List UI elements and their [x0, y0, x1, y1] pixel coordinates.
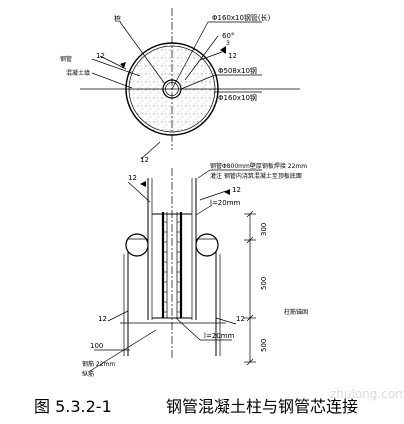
label-outer-tube: Φ160x10钢	[218, 93, 257, 102]
label-tube-outer: Φ160x10钢管(长)	[212, 13, 271, 22]
label-l20-bottom: l=20mm	[204, 332, 235, 340]
ring-right	[195, 233, 219, 257]
leader-left-a	[91, 58, 141, 77]
label-top-12: 12	[128, 174, 137, 182]
weld-mark-top-right	[220, 46, 226, 54]
label-right-side: 柱筋锚固	[284, 308, 308, 316]
plan-view: 桩 Φ160x10钢管(长) 60° 3 12 12 钢管 混凝土填 Φ508x…	[60, 8, 300, 164]
label-weld-12-left: 12	[96, 52, 105, 60]
label-angle: 60°	[222, 32, 234, 40]
label-12-right-lower: 12	[236, 315, 245, 323]
dim-300: 300	[260, 223, 268, 236]
leader-weld-top	[199, 51, 223, 61]
core-stirrups	[163, 221, 181, 313]
weld-mark-elev-top	[140, 181, 146, 187]
leader-weld-left	[99, 55, 127, 70]
label-right-12: 12	[232, 186, 241, 194]
label-inner-tube: Φ508x10钢	[218, 66, 257, 75]
label-bottom-12: 12	[140, 156, 149, 164]
weld-mark-left	[120, 62, 126, 68]
note-line-1: 钢管Φ800mm壁厚钢板焊接 22mm	[210, 162, 307, 170]
dim-500-lower: 500	[260, 339, 268, 352]
figure-caption: 图 5.3.2-1 钢管混凝土柱与钢管芯连接	[34, 397, 358, 416]
leader-top-12	[127, 181, 151, 203]
label-angle-sub: 3	[226, 40, 230, 47]
leader-12-left-lower	[107, 310, 129, 322]
label-12-left-lower: 12	[98, 315, 107, 323]
elevation-view: 12 钢管Φ800mm壁厚钢板焊接 22mm 灌注 钢管内浇筑混凝土至顶板底面 …	[82, 162, 308, 378]
figure-title: 钢管混凝土柱与钢管芯连接	[166, 397, 358, 416]
ring-left	[125, 233, 149, 257]
leader-tube-outer	[171, 21, 209, 90]
leader-l20-bottom	[175, 317, 201, 341]
label-100: 100	[90, 342, 103, 350]
figure-number: 图 5.3.2-1	[34, 397, 112, 416]
leader-bottom-left	[89, 329, 157, 372]
leader-left-b	[91, 72, 133, 89]
label-left-b: 混凝土填	[66, 69, 90, 77]
leader-inner-tube	[180, 74, 216, 90]
leader-l20-top	[195, 204, 213, 216]
leader-right-12	[199, 190, 227, 201]
label-bottom-left-a: 钢筋 22mm	[82, 360, 115, 368]
label-left-a: 钢管	[60, 55, 72, 63]
leader-angle	[184, 35, 219, 81]
leader-12-right-lower	[215, 317, 237, 325]
watermark: zhulong.com	[330, 387, 404, 401]
label-weld-12-top: 12	[228, 52, 237, 60]
dim-500-upper: 500	[260, 277, 268, 290]
weld-mark-elev-right	[224, 189, 230, 195]
leader-note	[197, 169, 211, 179]
leader-bottom-12	[140, 141, 161, 160]
label-top-left: 桩	[114, 14, 121, 23]
note-line-2: 灌注 钢管内浇筑混凝土至顶板底面	[210, 172, 302, 180]
label-l20-top: l=20mm	[210, 199, 241, 207]
dimension-chain: 300 500 500	[244, 210, 268, 366]
leader-top-left	[119, 21, 166, 85]
label-bottom-left-b: 纵筋	[82, 370, 94, 378]
